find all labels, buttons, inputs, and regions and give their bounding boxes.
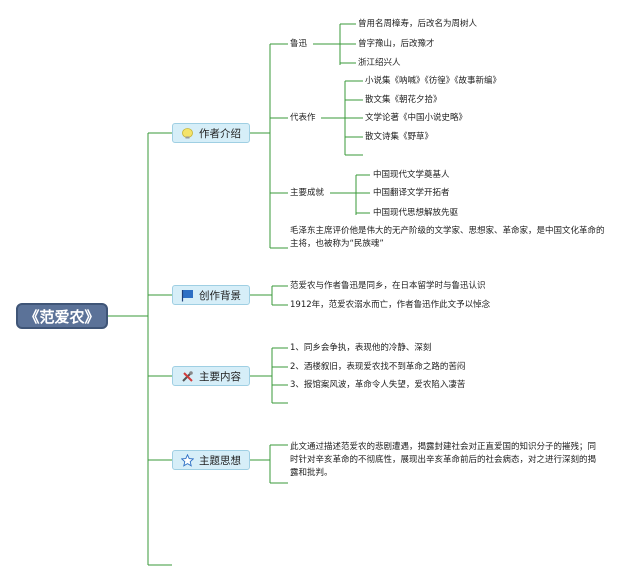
leaf-item[interactable]: 小说集《呐喊》《彷徨》《故事新编》: [365, 76, 502, 86]
subtopic-works[interactable]: 代表作: [290, 113, 316, 123]
theme-text[interactable]: 此文通过描述范爱农的悲剧遭遇，揭露封建社会对正直爱国的知识分子的摧残；同时针对辛…: [290, 442, 597, 478]
leaf-item[interactable]: 1912年，范爱农溺水而亡，作者鲁迅作此文予以悼念: [290, 300, 491, 310]
leaf-item[interactable]: 散文集《朝花夕拾》: [365, 95, 442, 105]
leaf-item[interactable]: 1、同乡会争执，表现他的冷静、深刻: [290, 343, 432, 353]
evaluation-text[interactable]: 毛泽东主席评价他是伟大的无产阶级的文学家、思想家、革命家，是中国文化革命的主将，…: [290, 226, 605, 249]
leaf-item[interactable]: 中国翻译文学开拓者: [373, 188, 450, 198]
branch-node-author[interactable]: 作者介绍: [172, 123, 250, 143]
leaf-item[interactable]: 中国现代思想解放先驱: [373, 208, 459, 218]
leaf-item[interactable]: 散文诗集《野草》: [365, 132, 434, 142]
branch-label: 创作背景: [199, 289, 241, 302]
leaf-item[interactable]: 范爱农与作者鲁迅是同乡，在日本留学时与鲁迅认识: [290, 281, 486, 291]
leaf-item[interactable]: 曾字豫山，后改豫才: [358, 39, 435, 49]
subtopic-achievements[interactable]: 主要成就: [290, 188, 325, 198]
leaf-item[interactable]: 曾用名周樟寿，后改名为周树人: [358, 19, 478, 29]
leaf-item[interactable]: 3、报馆案风波，革命令人失望，爱农陷入凄苦: [290, 380, 466, 390]
lightbulb-icon: [181, 127, 194, 140]
leaf-item[interactable]: 浙江绍兴人: [358, 58, 401, 68]
branch-label: 作者介绍: [199, 127, 241, 140]
leaf-item[interactable]: 文学论著《中国小说史略》: [365, 113, 468, 123]
flag-icon: [181, 289, 194, 302]
subtopic-luxun[interactable]: 鲁迅: [290, 39, 308, 49]
branch-node-theme[interactable]: 主题思想: [172, 450, 250, 470]
leaf-item[interactable]: 中国现代文学奠基人: [373, 170, 450, 180]
leaf-item[interactable]: 2、酒楼叙旧，表现爱农找不到革命之路的苦闷: [290, 362, 466, 372]
branch-label: 主要内容: [199, 370, 241, 383]
tools-icon: [181, 370, 194, 383]
branch-node-background[interactable]: 创作背景: [172, 285, 250, 305]
root-node[interactable]: 《范爱农》: [16, 303, 108, 329]
star-icon: [181, 453, 194, 467]
branch-node-content[interactable]: 主要内容: [172, 366, 250, 386]
branch-label: 主题思想: [199, 454, 241, 467]
